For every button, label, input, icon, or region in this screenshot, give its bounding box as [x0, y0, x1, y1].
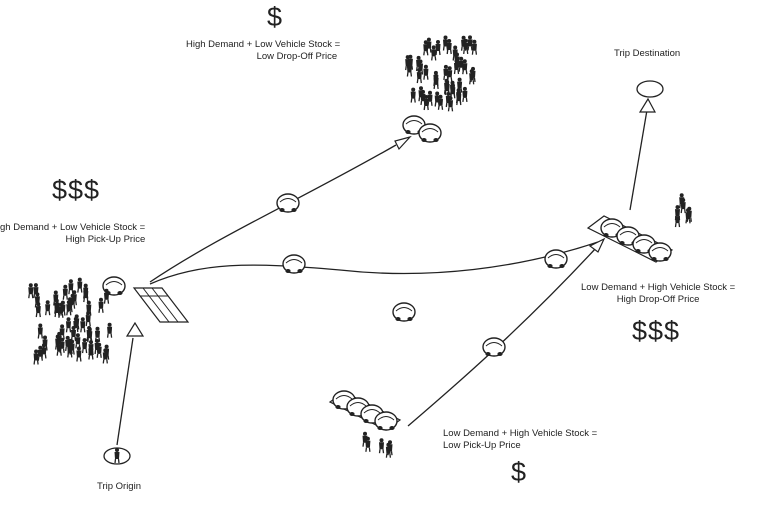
person-figure — [361, 431, 369, 448]
destination-marker — [636, 80, 664, 98]
person-figure — [103, 288, 110, 305]
person-figure — [442, 64, 450, 81]
car-en-route-4 — [482, 337, 506, 357]
station-left — [102, 276, 190, 323]
person-figure — [79, 316, 86, 333]
person-figure — [455, 89, 462, 106]
origin-label: Trip Origin — [97, 481, 141, 492]
top-label-line1: High Demand + Low Vehicle Stock = — [186, 39, 341, 50]
person-figure — [81, 337, 88, 354]
top-label-line2: Low Drop-Off Price — [256, 51, 338, 62]
person-figure — [44, 299, 51, 316]
person-figure — [461, 86, 469, 103]
left-price: $$$ — [52, 175, 101, 205]
right-label-line1: Low Demand + High Vehicle Stock = — [581, 282, 736, 293]
person-figure — [462, 38, 469, 55]
bottom-price: $ — [511, 457, 528, 487]
person-figure — [76, 276, 83, 294]
bottom-label: Low Demand + High Vehicle Stock = Low Pi… — [443, 428, 597, 452]
top-price: $ — [267, 2, 284, 32]
person-figure — [32, 282, 40, 299]
person-figure — [446, 38, 453, 55]
route-right-to-destination — [629, 97, 657, 211]
person-figure — [35, 301, 42, 318]
person-figure — [86, 326, 93, 343]
car-idle — [392, 302, 416, 322]
right-label-line2: High Drop-Off Price — [616, 294, 700, 305]
car-en-route-3 — [544, 249, 568, 269]
person-figure — [72, 316, 79, 333]
route-origin-to-left — [116, 321, 145, 446]
person-figure — [85, 310, 92, 327]
top-label: High Demand + Low Vehicle Stock = Low Dr… — [186, 39, 340, 63]
person-figure — [87, 343, 95, 361]
person-figure — [461, 58, 468, 75]
person-figure — [410, 86, 417, 104]
person-figure — [70, 325, 77, 342]
person-figure — [378, 437, 385, 454]
left-label-line2: High Pick-Up Price — [65, 234, 146, 245]
person-figure — [56, 340, 63, 357]
route-bottom-to-right — [407, 237, 606, 427]
crowd-left — [27, 276, 113, 366]
person-figure — [37, 322, 44, 340]
person-figure — [32, 348, 40, 366]
person-figure — [96, 342, 103, 359]
origin-marker — [103, 447, 131, 465]
crowd-top — [404, 34, 478, 112]
person-figure — [82, 286, 89, 303]
car-en-route-2 — [282, 254, 306, 274]
person-figure — [106, 322, 113, 339]
crowd-bottom — [361, 431, 394, 459]
right-label: Low Demand + High Vehicle Stock = High D… — [581, 282, 735, 306]
person-figure — [74, 332, 82, 349]
left-label-line1: gh Demand + Low Vehicle Stock = — [0, 222, 146, 233]
person-figure — [62, 284, 69, 301]
destination-label: Trip Destination — [614, 48, 681, 59]
car-en-route-1 — [276, 193, 300, 213]
bottom-label-line2: Low Pick-Up Price — [443, 440, 521, 451]
left-label: gh Demand + Low Vehicle Stock = High Pic… — [0, 222, 145, 246]
person-figure — [434, 90, 441, 108]
right-price: $$$ — [632, 316, 681, 346]
person-figure — [425, 36, 433, 54]
person-figure — [471, 39, 478, 56]
person-figure — [434, 39, 442, 56]
person-figure — [65, 316, 72, 333]
person-figure — [426, 90, 434, 107]
person-figure — [466, 34, 474, 52]
station-bottom — [328, 390, 402, 431]
route-left-to-top — [149, 135, 412, 283]
person-figure — [430, 44, 437, 62]
route-left-to-right — [149, 241, 599, 285]
person-figure — [75, 345, 83, 363]
station-right — [586, 215, 674, 263]
bottom-label-line1: Low Demand + High Vehicle Stock = — [443, 428, 598, 439]
person-figure — [27, 282, 34, 299]
person-figure — [674, 211, 681, 228]
person-figure — [97, 297, 105, 314]
person-figure — [65, 299, 72, 316]
crowd-right — [674, 192, 693, 228]
person-figure — [422, 64, 430, 81]
